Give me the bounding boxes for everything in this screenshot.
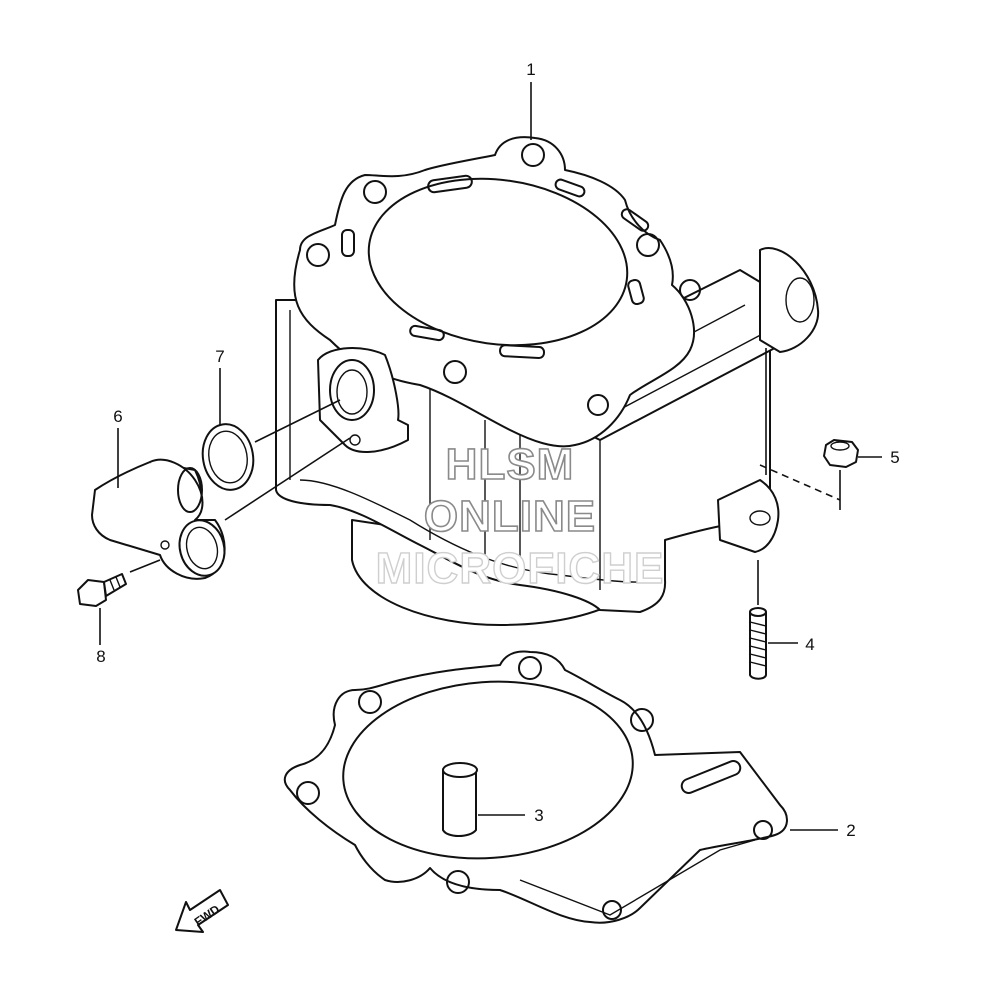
dowel-pin-part: [442, 762, 478, 837]
bolt-part: [77, 573, 127, 607]
callout-leaders: [99, 82, 882, 831]
watermark-line-2: ONLINE: [423, 491, 597, 542]
callout-1: 1: [526, 60, 535, 79]
callout-labels: 1 2 3 4 5 6 7 8: [96, 60, 899, 840]
assembly-lines: [129, 348, 841, 605]
callout-4: 4: [805, 635, 814, 654]
callout-3: 3: [534, 806, 543, 825]
fwd-arrow: FWD: [175, 889, 229, 933]
cylinder-part: [275, 136, 820, 626]
gasket-part: [283, 650, 788, 924]
callout-8: 8: [96, 647, 105, 666]
o-ring-part: [201, 423, 255, 491]
watermark-line-1: HLSM: [445, 439, 575, 490]
nut-part: [823, 439, 859, 468]
callout-7: 7: [215, 347, 224, 366]
callout-2: 2: [846, 821, 855, 840]
watermark-line-3: MICROFICHE: [375, 543, 665, 593]
intake-pipe-part: [91, 458, 226, 580]
stud-bolt-part: [749, 607, 767, 680]
callout-5: 5: [890, 448, 899, 467]
callout-6: 6: [113, 407, 122, 426]
